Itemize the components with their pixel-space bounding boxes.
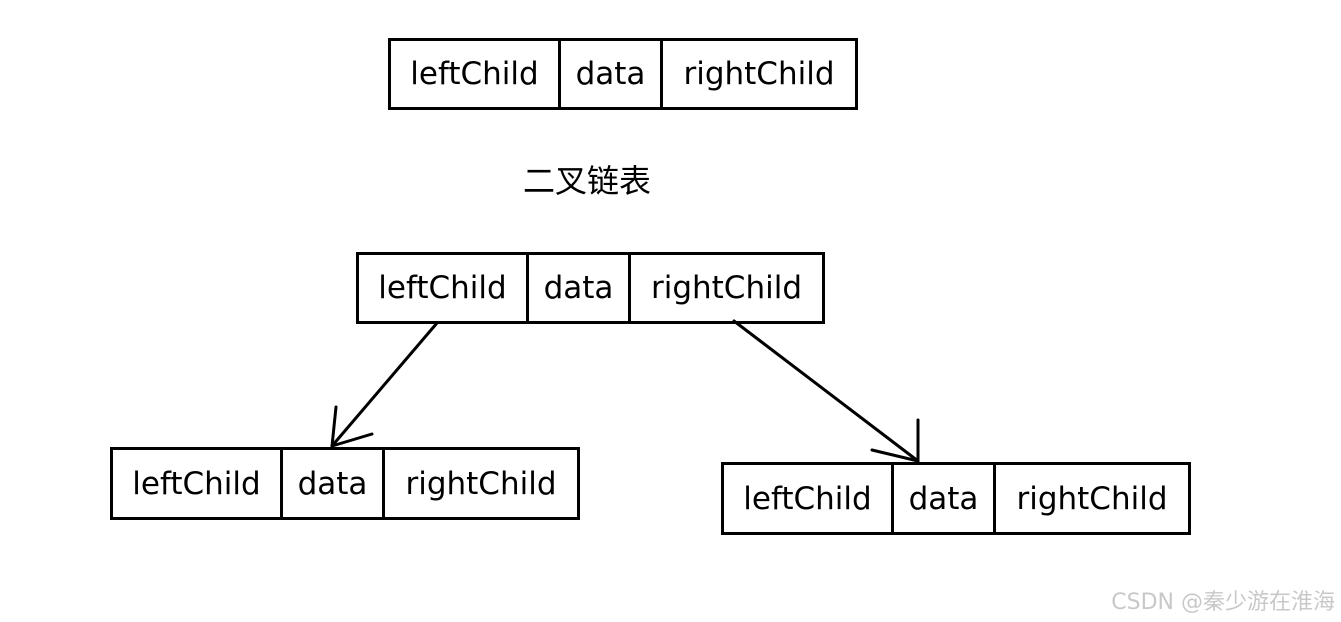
left-child-field: leftChild	[743, 480, 872, 517]
left-child-node: leftChild data rightChild	[110, 447, 580, 520]
right-child-field: rightChild	[660, 41, 855, 107]
data-field: data	[558, 41, 660, 107]
left-child-field: leftChild	[132, 465, 261, 502]
left-child-field: leftChild	[378, 270, 507, 306]
watermark: CSDN @秦少游在淮海	[1111, 590, 1335, 615]
right-pointer-arrow	[732, 319, 920, 463]
root-node: leftChild data rightChild	[356, 252, 825, 324]
right-child-field: rightChild	[382, 450, 577, 517]
node-structure: leftChild data rightChild	[388, 38, 858, 110]
data-field: data	[526, 255, 628, 321]
caption: 二叉链表	[523, 162, 652, 200]
right-child-node: leftChild data rightChild	[721, 462, 1191, 535]
data-field: data	[280, 450, 382, 517]
right-child-field: rightChild	[993, 465, 1188, 532]
data-field: data	[891, 465, 993, 532]
left-child-field: leftChild	[410, 56, 539, 92]
right-child-field: rightChild	[628, 255, 822, 321]
left-pointer-arrow	[330, 321, 439, 448]
